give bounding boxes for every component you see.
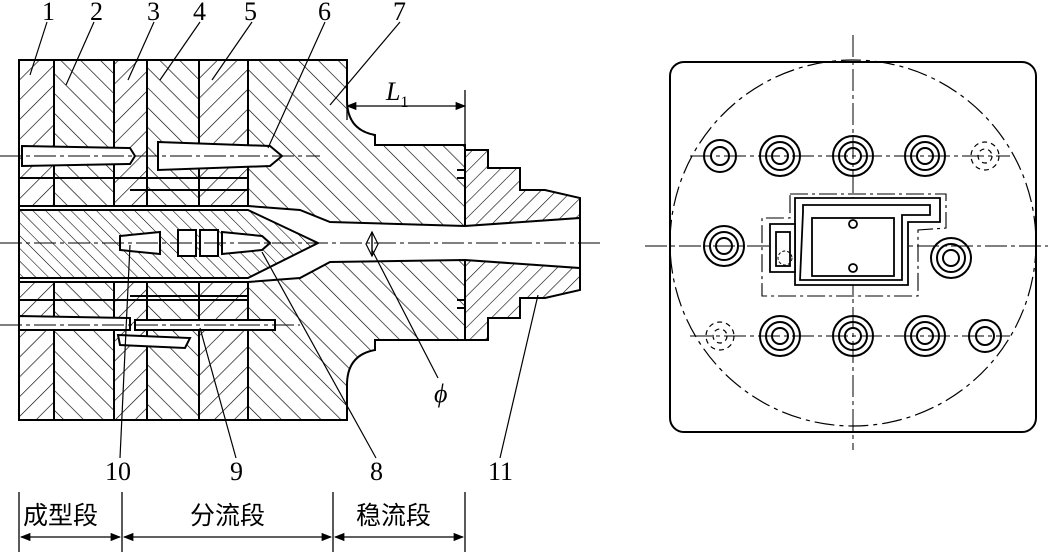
hidden-hole xyxy=(705,321,735,351)
dimension-l1-label: L1 xyxy=(385,77,408,111)
guide-pin-lower-left xyxy=(18,314,131,331)
bolt-hole xyxy=(968,319,1002,353)
section-label-forming: 成型段 xyxy=(23,501,98,530)
bolt-hole xyxy=(703,225,745,267)
part-label-11: 11 xyxy=(488,457,513,486)
diameter-label: ϕ xyxy=(434,379,447,408)
section-label-stabilizing: 稳流段 xyxy=(356,501,431,530)
bolt-hole xyxy=(759,315,801,357)
leader-lines xyxy=(29,21,539,459)
profile-offset-outline xyxy=(761,193,947,297)
hidden-hole xyxy=(970,141,1000,171)
bolt-hole xyxy=(930,237,972,279)
section-view xyxy=(18,59,581,421)
bolt-hole xyxy=(703,139,737,173)
center-lines xyxy=(0,155,600,326)
part-label-2: 2 xyxy=(90,0,103,26)
dimension-l1 xyxy=(345,60,467,150)
profile-opening xyxy=(769,197,941,286)
bolt-hole xyxy=(759,135,801,177)
part-label-5: 5 xyxy=(244,0,257,26)
section-label-dividing: 分流段 xyxy=(190,501,265,530)
part-label-3: 3 xyxy=(147,0,160,26)
part-label-6: 6 xyxy=(318,0,331,26)
part-label-7: 7 xyxy=(393,0,406,26)
bolt-hole xyxy=(904,135,946,177)
front-view xyxy=(645,35,1048,450)
part-label-4: 4 xyxy=(193,0,206,26)
part-label-10: 10 xyxy=(105,457,131,486)
part-labels: 1 2 3 4 5 6 7 10 9 8 11 ϕ xyxy=(42,0,513,486)
bolt-hole xyxy=(832,315,874,357)
section-markers xyxy=(18,492,466,552)
part-label-1: 1 xyxy=(42,0,55,26)
bolt-hole xyxy=(832,135,874,177)
bolt-hole xyxy=(904,315,946,357)
part-label-9: 9 xyxy=(230,457,243,486)
part-label-8: 8 xyxy=(370,457,383,486)
mandrel xyxy=(18,209,321,279)
